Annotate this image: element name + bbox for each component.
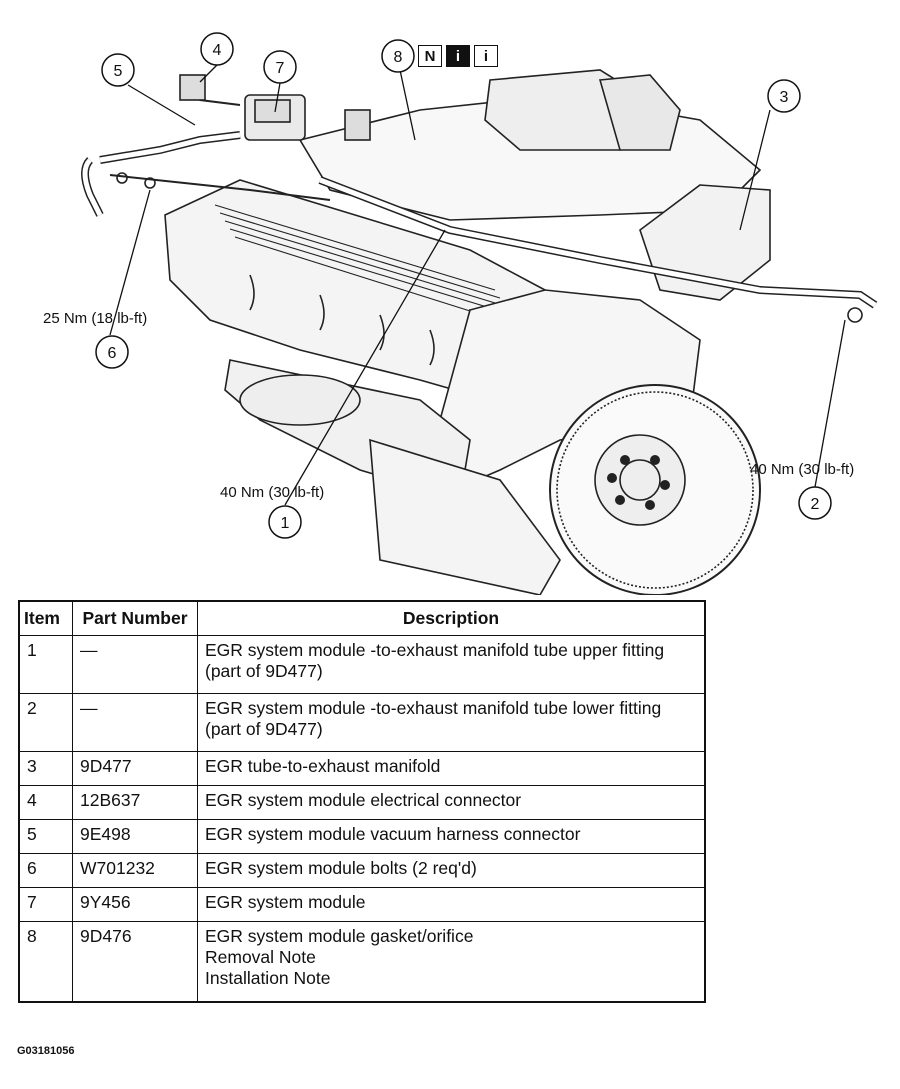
description: EGR system module vacuum harness connect… bbox=[197, 819, 706, 854]
part-number: 9D476 bbox=[72, 921, 198, 1002]
item-number: 4 bbox=[18, 785, 73, 820]
callout-6: 6 bbox=[95, 335, 129, 369]
item-number: 2 bbox=[18, 693, 73, 752]
part-number: 9D477 bbox=[72, 751, 198, 786]
description-text: EGR system module bbox=[205, 892, 366, 912]
torque-label-item1: 40 Nm (30 lb-ft) bbox=[220, 484, 324, 501]
svg-text:7: 7 bbox=[276, 60, 285, 77]
description-text: EGR tube-to-exhaust manifold bbox=[205, 756, 441, 776]
item-number: 7 bbox=[18, 887, 73, 922]
part-number: 9Y456 bbox=[72, 887, 198, 922]
description: EGR system module -to-exhaust manifold t… bbox=[197, 693, 706, 752]
callout-5: 5 bbox=[101, 53, 135, 87]
svg-text:3: 3 bbox=[780, 89, 789, 106]
description: EGR system module bolts (2 req'd) bbox=[197, 853, 706, 888]
part-number: — bbox=[72, 693, 198, 752]
note-badge[interactable]: N bbox=[418, 45, 442, 67]
callout-1: 1 bbox=[268, 505, 302, 539]
table-header-row: Item Part Number Description bbox=[18, 600, 706, 636]
header-part-number: Part Number bbox=[72, 600, 198, 636]
part-number: 9E498 bbox=[72, 819, 198, 854]
torque-label-item2: 40 Nm (30 lb-ft) bbox=[750, 461, 854, 478]
description: EGR system module electrical connector bbox=[197, 785, 706, 820]
svg-text:4: 4 bbox=[213, 42, 222, 59]
item-number: 5 bbox=[18, 819, 73, 854]
svg-text:5: 5 bbox=[114, 63, 123, 80]
svg-text:6: 6 bbox=[108, 345, 117, 362]
parts-table: Item Part Number Description 1—EGR syste… bbox=[18, 600, 706, 1003]
callout-8: 8 bbox=[381, 39, 415, 73]
description-text: EGR system module -to-exhaust manifold t… bbox=[205, 640, 665, 681]
engine-illustration bbox=[81, 69, 878, 595]
header-item: Item bbox=[18, 600, 73, 636]
table-row: 2—EGR system module -to-exhaust manifold… bbox=[18, 693, 706, 752]
removal-note-badge[interactable]: i bbox=[446, 45, 470, 67]
description-text: EGR system module electrical connector bbox=[205, 790, 522, 810]
header-description: Description bbox=[197, 600, 706, 636]
part-number: 12B637 bbox=[72, 785, 198, 820]
callout-2: 2 bbox=[798, 486, 832, 520]
description-link[interactable]: Installation Note bbox=[205, 968, 331, 988]
description-text: EGR system module -to-exhaust manifold t… bbox=[205, 698, 662, 739]
engine-egr-diagram: 5 4 7 8 3 6 1 2 25 Nm (18 lb-ft) 40 Nm (… bbox=[43, 32, 878, 595]
part-number: — bbox=[72, 635, 198, 694]
svg-text:1: 1 bbox=[281, 515, 290, 532]
description: EGR system module bbox=[197, 887, 706, 922]
callout-3: 3 bbox=[767, 79, 801, 113]
description: EGR system module -to-exhaust manifold t… bbox=[197, 635, 706, 694]
description-text: EGR system module vacuum harness connect… bbox=[205, 824, 581, 844]
svg-text:2: 2 bbox=[811, 496, 820, 513]
table-row: 1—EGR system module -to-exhaust manifold… bbox=[18, 635, 706, 694]
part-number: W701232 bbox=[72, 853, 198, 888]
item-number: 8 bbox=[18, 921, 73, 1002]
item-number: 3 bbox=[18, 751, 73, 786]
svg-text:8: 8 bbox=[394, 49, 403, 66]
item-number: 1 bbox=[18, 635, 73, 694]
description-text: EGR system module gasket/orifice bbox=[205, 926, 474, 946]
description-text: EGR system module bolts (2 req'd) bbox=[205, 858, 477, 878]
figure-id: G03181056 bbox=[17, 1045, 75, 1057]
installation-note-badge[interactable]: i bbox=[474, 45, 498, 67]
torque-label-item6: 25 Nm (18 lb-ft) bbox=[43, 310, 147, 327]
leader-lines bbox=[109, 63, 846, 506]
item-number: 6 bbox=[18, 853, 73, 888]
description: EGR tube-to-exhaust manifold bbox=[197, 751, 706, 786]
callout-7: 7 bbox=[263, 50, 297, 84]
description-link[interactable]: Removal Note bbox=[205, 947, 316, 967]
callout-4: 4 bbox=[200, 32, 234, 66]
